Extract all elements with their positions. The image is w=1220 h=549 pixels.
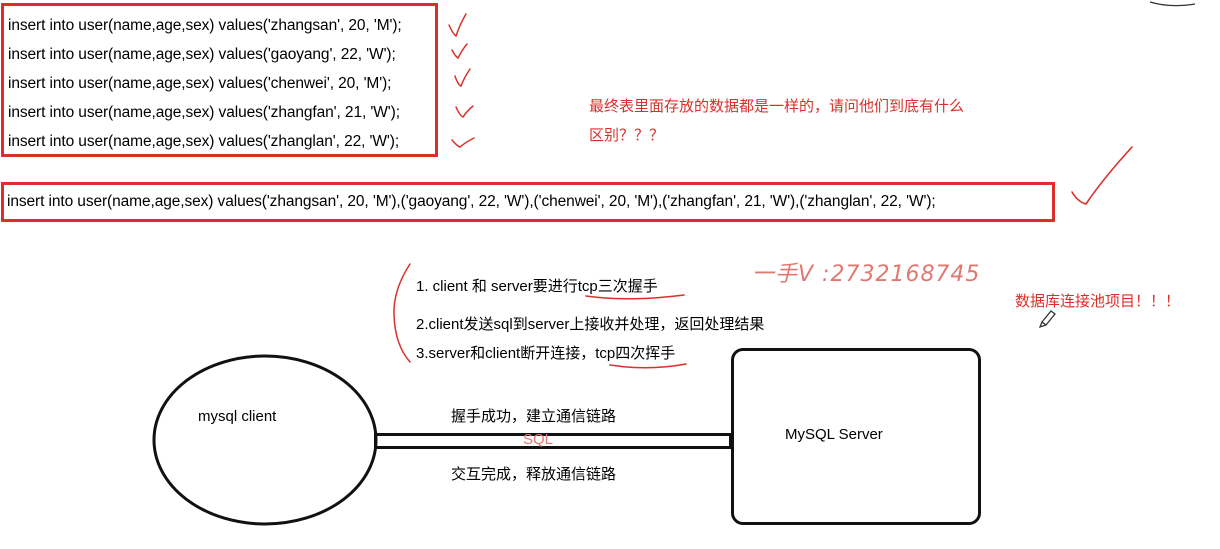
steps-bracket: [393, 263, 411, 363]
mysql-client-ellipse: [152, 354, 378, 526]
watermark-text: 一手V :2732168745: [752, 262, 981, 287]
partial-scribble: [1149, 1, 1196, 7]
sql-statement-5: insert into user(name,age,sex) values('z…: [8, 133, 400, 150]
step-2: 2.client发送sql到server上接收并处理，返回处理结果: [416, 316, 765, 333]
step-3: 3.server和client断开连接，tcp四次挥手: [416, 345, 676, 362]
batch-sql-statement: insert into user(name,age,sex) values('z…: [7, 193, 936, 210]
check-mark-icon: [455, 105, 474, 118]
mysql-server-label: MySQL Server: [785, 426, 883, 443]
single-inserts-box: insert into user(name,age,sex) values('z…: [1, 3, 438, 157]
mysql-server-box: [731, 348, 981, 525]
link-established-label: 握手成功，建立通信链路: [451, 408, 617, 425]
sql-statement-4: insert into user(name,age,sex) values('z…: [8, 104, 400, 121]
step-1: 1. client 和 server要进行tcp三次握手: [416, 278, 658, 295]
sql-statement-2: insert into user(name,age,sex) values('g…: [8, 46, 396, 63]
mysql-client-label: mysql client: [198, 408, 277, 425]
check-mark-icon: [1071, 146, 1133, 205]
link-released-label: 交互完成，释放通信链路: [451, 466, 617, 483]
batch-insert-box: insert into user(name,age,sex) values('z…: [1, 182, 1055, 222]
question-line-2: 区别？？？: [589, 127, 665, 144]
check-mark-icon: [451, 137, 475, 148]
check-mark-icon: [451, 43, 468, 60]
sql-statement-3: insert into user(name,age,sex) values('c…: [8, 75, 392, 92]
question-line-1: 最终表里面存放的数据都是一样的，请问他们到底有什么: [589, 98, 965, 115]
project-note: 数据库连接池项目！！！: [1015, 293, 1181, 310]
check-mark-icon: [448, 13, 467, 38]
sql-statement-1: insert into user(name,age,sex) values('z…: [8, 17, 402, 34]
check-mark-icon: [454, 68, 471, 87]
sql-link-label: SQL: [523, 431, 554, 448]
underline-wave: [609, 363, 687, 369]
pencil-icon: [1038, 310, 1056, 329]
